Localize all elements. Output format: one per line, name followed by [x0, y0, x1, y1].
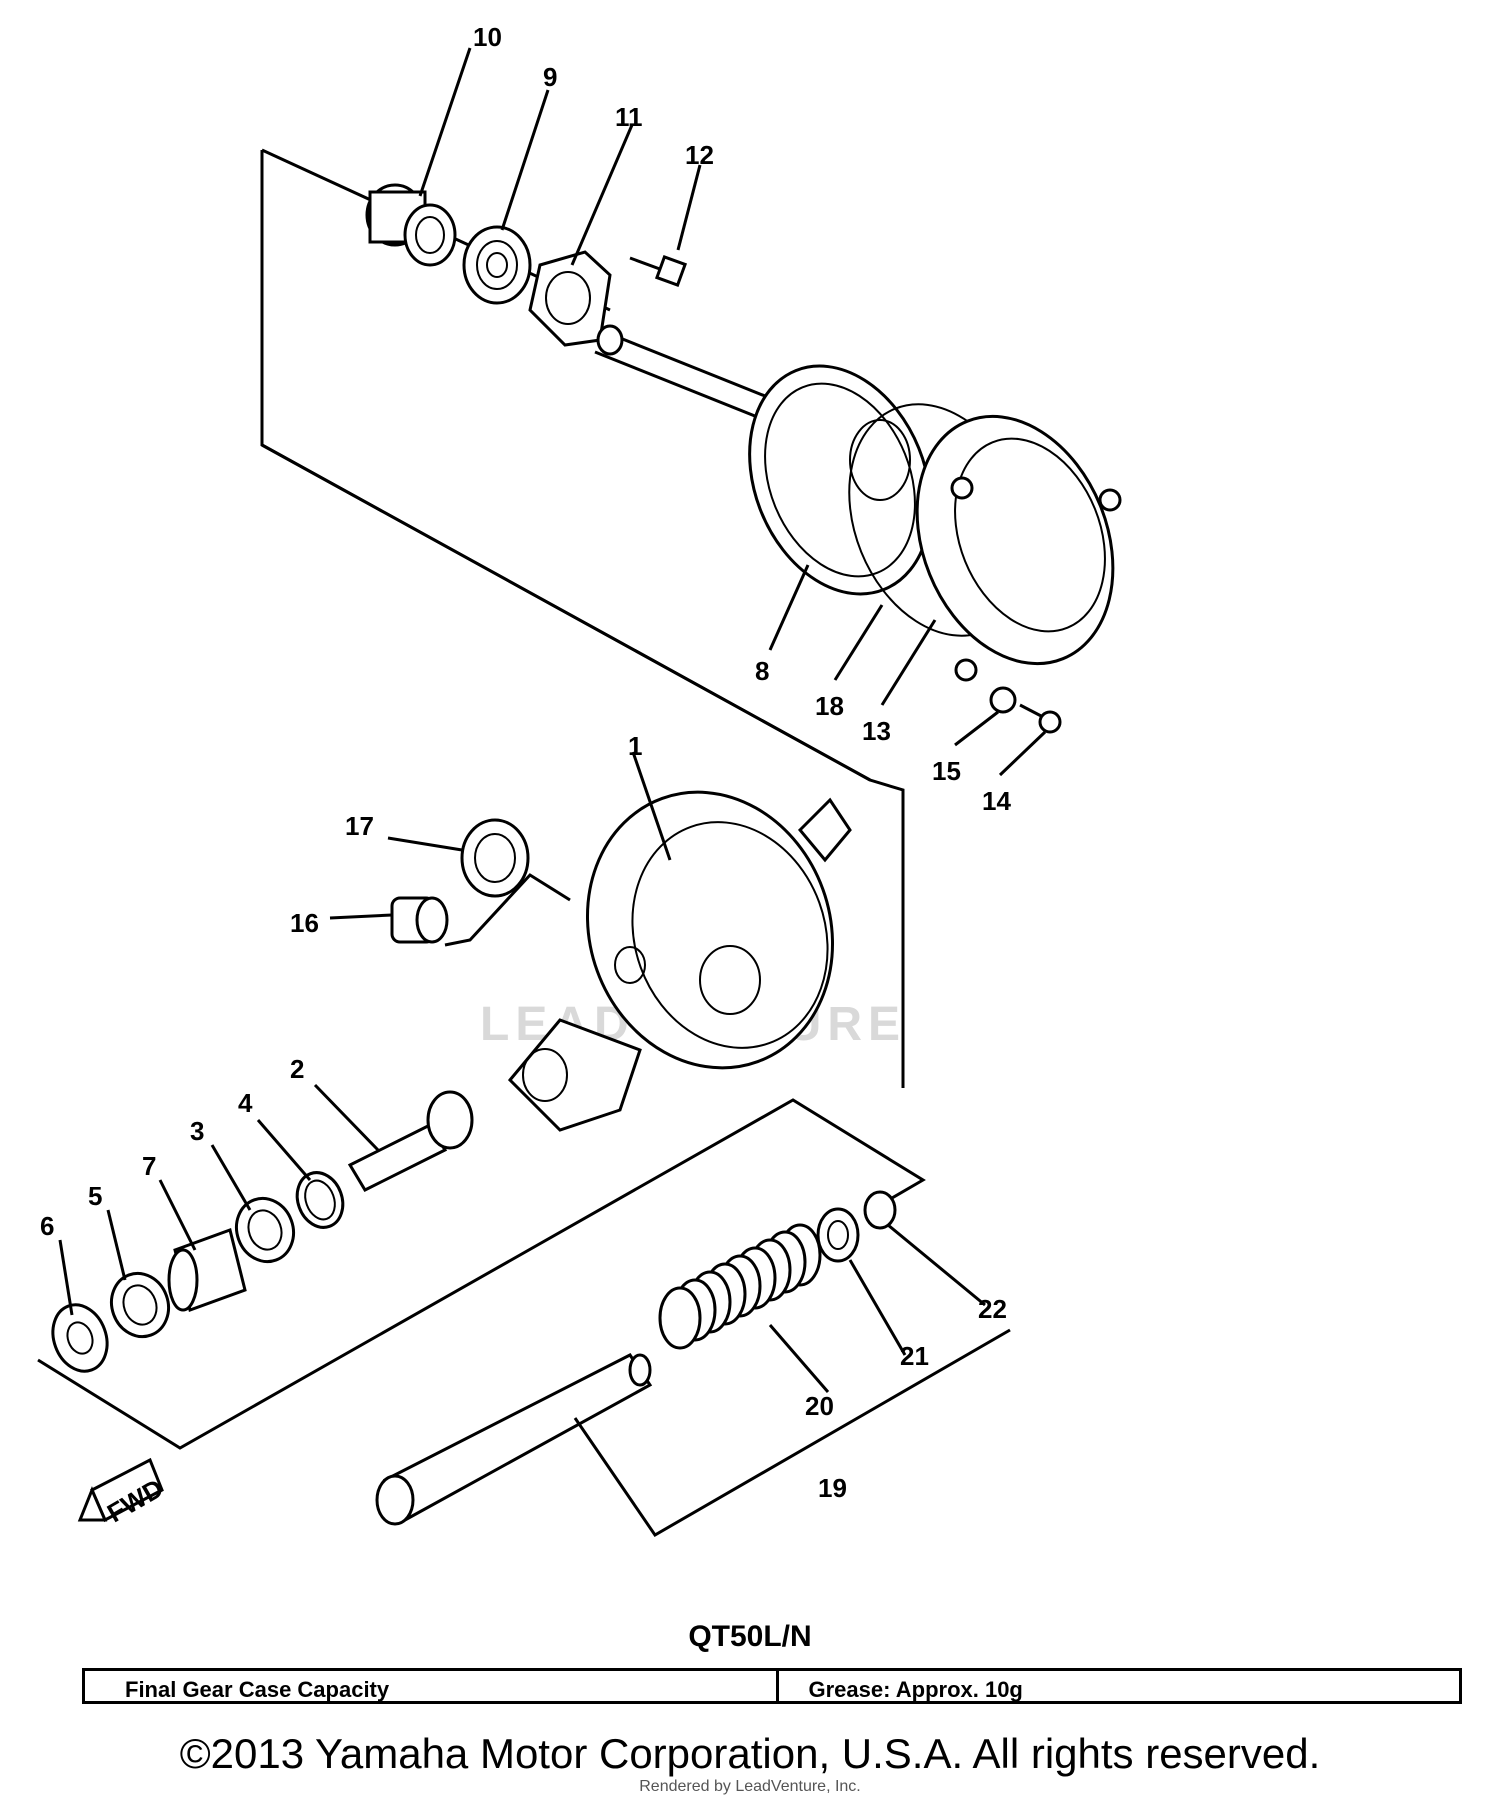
- part-12-bolt: [629, 254, 688, 288]
- rendered-by: Rendered by LeadVenture, Inc.: [639, 1778, 861, 1795]
- copyright: ©2013 Yamaha Motor Corporation, U.S.A. A…: [179, 1730, 1321, 1777]
- spec-value: Grease: Approx. 10g: [775, 1671, 1460, 1701]
- part-15-washer: [989, 686, 1017, 714]
- part-5-bearing: [110, 1271, 170, 1339]
- part-22-clip: [863, 1190, 897, 1230]
- spec-label: Final Gear Case Capacity: [125, 1677, 390, 1701]
- callout-14: 14: [982, 786, 1011, 816]
- callout-22: 22: [978, 1294, 1007, 1324]
- part-8-gear-shaft: [594, 324, 932, 596]
- callout-21: 21: [900, 1341, 929, 1371]
- callout-5: 5: [88, 1181, 102, 1211]
- part-1-gear-case: [507, 790, 852, 1132]
- part-6-seal: [51, 1303, 109, 1373]
- callout-15: 15: [932, 756, 961, 786]
- bracket-16-17: [444, 873, 571, 947]
- callout-9: 9: [543, 62, 557, 92]
- part-19-shaft: [375, 1353, 653, 1526]
- spec-table: Final Gear Case Capacity Grease: Approx.…: [82, 1668, 1462, 1704]
- part-9-bearing: [462, 225, 532, 305]
- part-2-pinion: [347, 1090, 474, 1192]
- model-title: QT50L/N: [688, 1620, 812, 1653]
- part-10-collar: [365, 183, 457, 267]
- callout-6: 6: [40, 1211, 54, 1241]
- part-20-spring: [658, 1223, 822, 1350]
- callouts: 10 9 11 12 8 18 13 15 14 1 17 16 2 4 3 7…: [40, 22, 1011, 1503]
- callout-8: 8: [755, 656, 769, 686]
- part-3-bearing: [235, 1196, 295, 1264]
- callout-2: 2: [290, 1054, 304, 1084]
- frame-diagonal: [261, 443, 871, 782]
- part-16-collar: [390, 896, 449, 944]
- part-4-oring: [295, 1171, 345, 1229]
- part-7-collar: [167, 1228, 247, 1312]
- lower-frame: [37, 1098, 926, 1450]
- callout-10: 10: [473, 22, 502, 52]
- callout-1: 1: [628, 731, 642, 761]
- callout-18: 18: [815, 691, 844, 721]
- fwd-arrow: [77, 1457, 164, 1523]
- leader-lines: [58, 47, 1047, 1393]
- part-14-bolt: [1019, 703, 1062, 734]
- callout-13: 13: [862, 716, 891, 746]
- callout-16: 16: [290, 908, 319, 938]
- callout-7: 7: [142, 1151, 156, 1181]
- bracket-19: [573, 1328, 1011, 1537]
- part-13-cover: [915, 414, 1122, 682]
- part-17-bearing: [460, 818, 530, 898]
- part-11-plate: [528, 250, 612, 347]
- part-21-washer: [816, 1207, 860, 1263]
- callout-11: 11: [615, 102, 643, 132]
- callout-19: 19: [818, 1473, 847, 1503]
- callout-20: 20: [805, 1391, 834, 1421]
- callout-3: 3: [190, 1116, 204, 1146]
- callout-12: 12: [685, 140, 714, 170]
- callout-4: 4: [238, 1088, 253, 1118]
- callout-17: 17: [345, 811, 374, 841]
